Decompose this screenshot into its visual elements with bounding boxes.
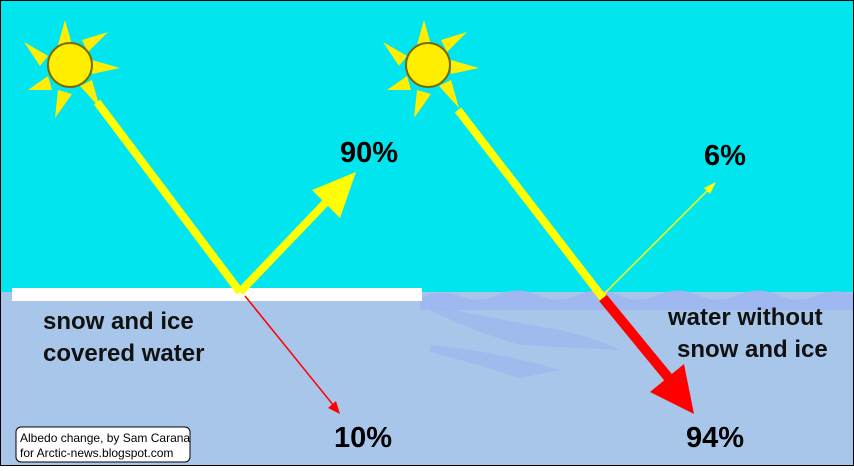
reflected-light-arrow bbox=[599, 187, 711, 299]
incoming-sunlight-ray bbox=[454, 107, 607, 301]
sun-icon bbox=[24, 20, 120, 118]
absorbed-percentage-left: 10% bbox=[334, 422, 392, 454]
surface-label-left-line1: snow and ice bbox=[43, 308, 194, 335]
sun-icon bbox=[383, 20, 479, 118]
credit-line2: for Arctic-news.blogspot.com bbox=[20, 446, 173, 460]
absorbed-light-arrow bbox=[244, 295, 335, 407]
water-waves bbox=[420, 290, 854, 310]
snow-ice-layer bbox=[12, 288, 422, 301]
surface-label-right-line1: water without bbox=[667, 304, 823, 331]
reflected-light-arrow bbox=[237, 195, 333, 295]
credit-box: Albedo change, by Sam Carana for Arctic-… bbox=[15, 426, 191, 463]
absorbed-light-arrow bbox=[599, 294, 676, 386]
reflected-arrowhead bbox=[312, 172, 356, 218]
absorbed-percentage-right: 94% bbox=[686, 422, 744, 454]
reflected-arrowhead bbox=[704, 182, 716, 194]
credit-line1: Albedo change, by Sam Carana bbox=[20, 431, 190, 445]
absorbed-arrowhead bbox=[328, 401, 340, 414]
incoming-sunlight-ray bbox=[93, 99, 244, 295]
reflected-percentage-left: 90% bbox=[340, 137, 398, 169]
wave-patch bbox=[430, 345, 560, 378]
reflected-percentage-right: 6% bbox=[704, 140, 746, 172]
wave-patch bbox=[430, 305, 620, 350]
surface-label-left-line2: covered water bbox=[43, 340, 204, 367]
surface-label-right-line2: snow and ice bbox=[677, 336, 828, 363]
absorbed-arrowhead bbox=[650, 364, 694, 414]
